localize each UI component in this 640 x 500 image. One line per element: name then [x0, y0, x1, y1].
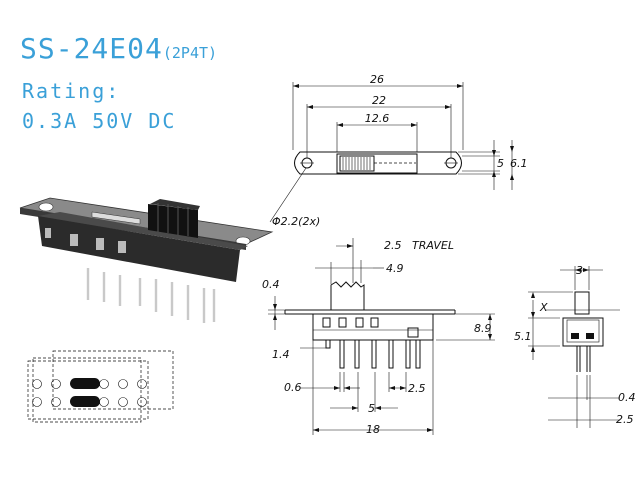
dim-flange-thickness: 0.4: [262, 278, 280, 291]
rating-value: 0.3A 50V DC: [22, 109, 177, 133]
rating-block: Rating: 0.3A 50V DC: [22, 76, 176, 136]
product-title: SS-24E04(2P4T): [20, 32, 217, 65]
dim-slot-length: 12.6: [365, 112, 390, 125]
rating-label: Rating:: [22, 79, 121, 103]
dim-end-pin-spacing: 2.5: [616, 413, 634, 426]
travel-label: TRAVEL: [412, 239, 454, 252]
pole-throw-config: (2P4T): [162, 44, 218, 62]
dim-body-height: 8.9: [474, 322, 492, 335]
dim-height-inner: 5: [497, 157, 504, 170]
dim-travel: 2.5: [384, 239, 402, 252]
dim-pin-offset: 1.4: [272, 348, 290, 361]
dim-hole-spacing: 22: [372, 94, 386, 107]
dim-overall-length: 26: [370, 73, 384, 86]
dim-pin-width: 0.6: [284, 381, 302, 394]
side-view-drawing: 2.5 TRAVEL 4.9 0.4 8.9 1.4 0.6 2.5 5 18: [262, 238, 495, 436]
switch-photo: [19, 197, 274, 323]
dim-body-length: 18: [366, 423, 380, 436]
dim-row-spacing: 5: [368, 402, 375, 415]
model-number: SS-24E04: [20, 32, 163, 65]
contact-schematic: [27, 350, 174, 423]
dim-hole-diameter: Φ2.2(2x): [272, 215, 320, 228]
top-view-drawing: 26 22 12.6 5 6.1 Φ2.2(2x): [269, 73, 528, 228]
dim-end-height: 5.1: [514, 330, 532, 343]
dim-end-actuator-width: 3: [576, 264, 583, 277]
dim-actuator-height: X: [539, 301, 548, 314]
dim-height-outer: 6.1: [510, 157, 528, 170]
end-view-drawing: 3 X 5.1 0.4 2.5: [514, 264, 636, 428]
dim-actuator-width: 4.9: [386, 262, 404, 275]
dim-pin-pitch: 2.5: [408, 382, 426, 395]
dim-pin-thickness: 0.4: [618, 391, 636, 404]
